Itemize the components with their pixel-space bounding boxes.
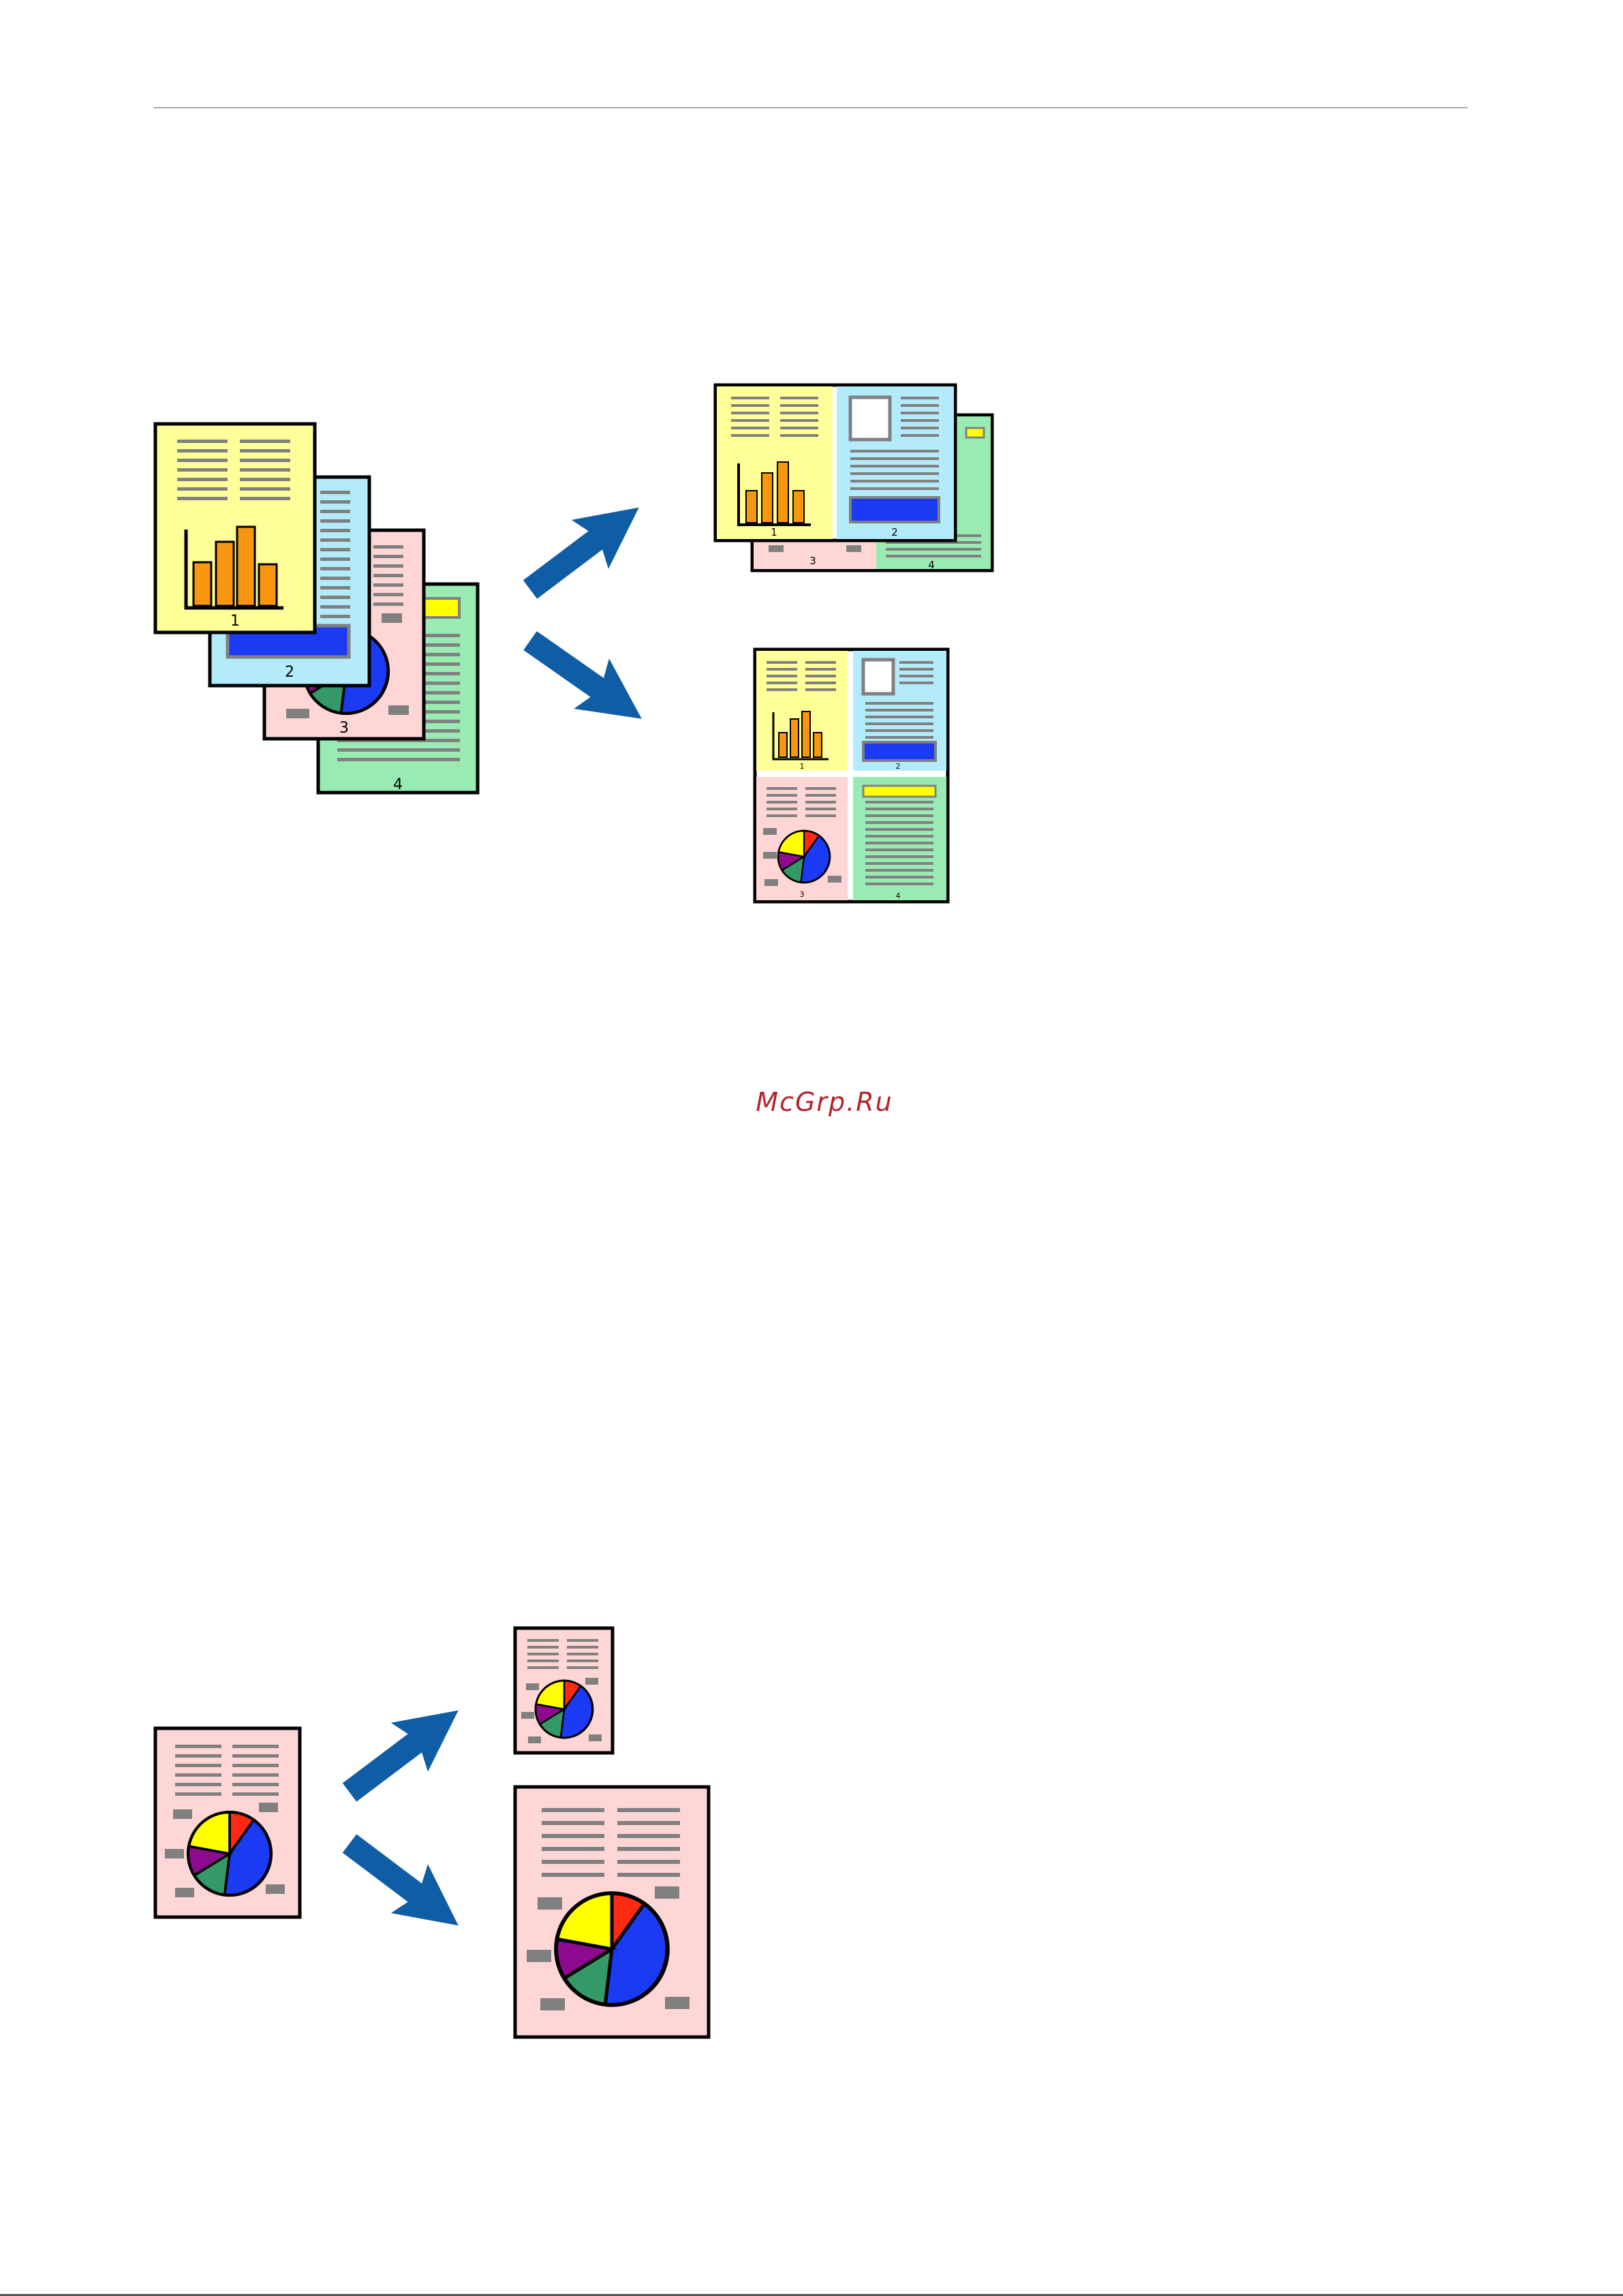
svg-text:4: 4	[928, 559, 935, 571]
svg-text:1: 1	[771, 526, 777, 538]
right-up-arrow-icon	[512, 483, 658, 614]
page-number-4: 4	[393, 776, 403, 793]
pie-chart-icon	[188, 1812, 271, 1895]
page-number-1: 1	[230, 613, 240, 630]
source-page-1: 1	[155, 424, 315, 632]
right-down-arrow-icon	[512, 615, 659, 744]
two-up-result: 3 4 1 2	[715, 385, 992, 571]
svg-text:1: 1	[800, 762, 805, 771]
svg-text:4: 4	[896, 891, 901, 900]
right-down-arrow-icon	[331, 1819, 477, 1950]
enlarged-page	[515, 1787, 709, 2037]
source-pages-stack: 4 3	[155, 424, 478, 793]
watermark: McGrp.Ru	[695, 1087, 954, 1117]
reduced-page	[515, 1628, 613, 1753]
four-up-result: 1 2 3 4	[755, 649, 948, 902]
page-number-3: 3	[339, 720, 349, 737]
svg-text:2: 2	[896, 762, 901, 771]
svg-text:3: 3	[809, 555, 816, 567]
svg-text:3: 3	[800, 890, 805, 899]
source-page-single	[155, 1728, 300, 1917]
svg-text:2: 2	[891, 526, 898, 538]
right-up-arrow-icon	[331, 1686, 477, 1817]
page-number-2: 2	[285, 664, 294, 681]
